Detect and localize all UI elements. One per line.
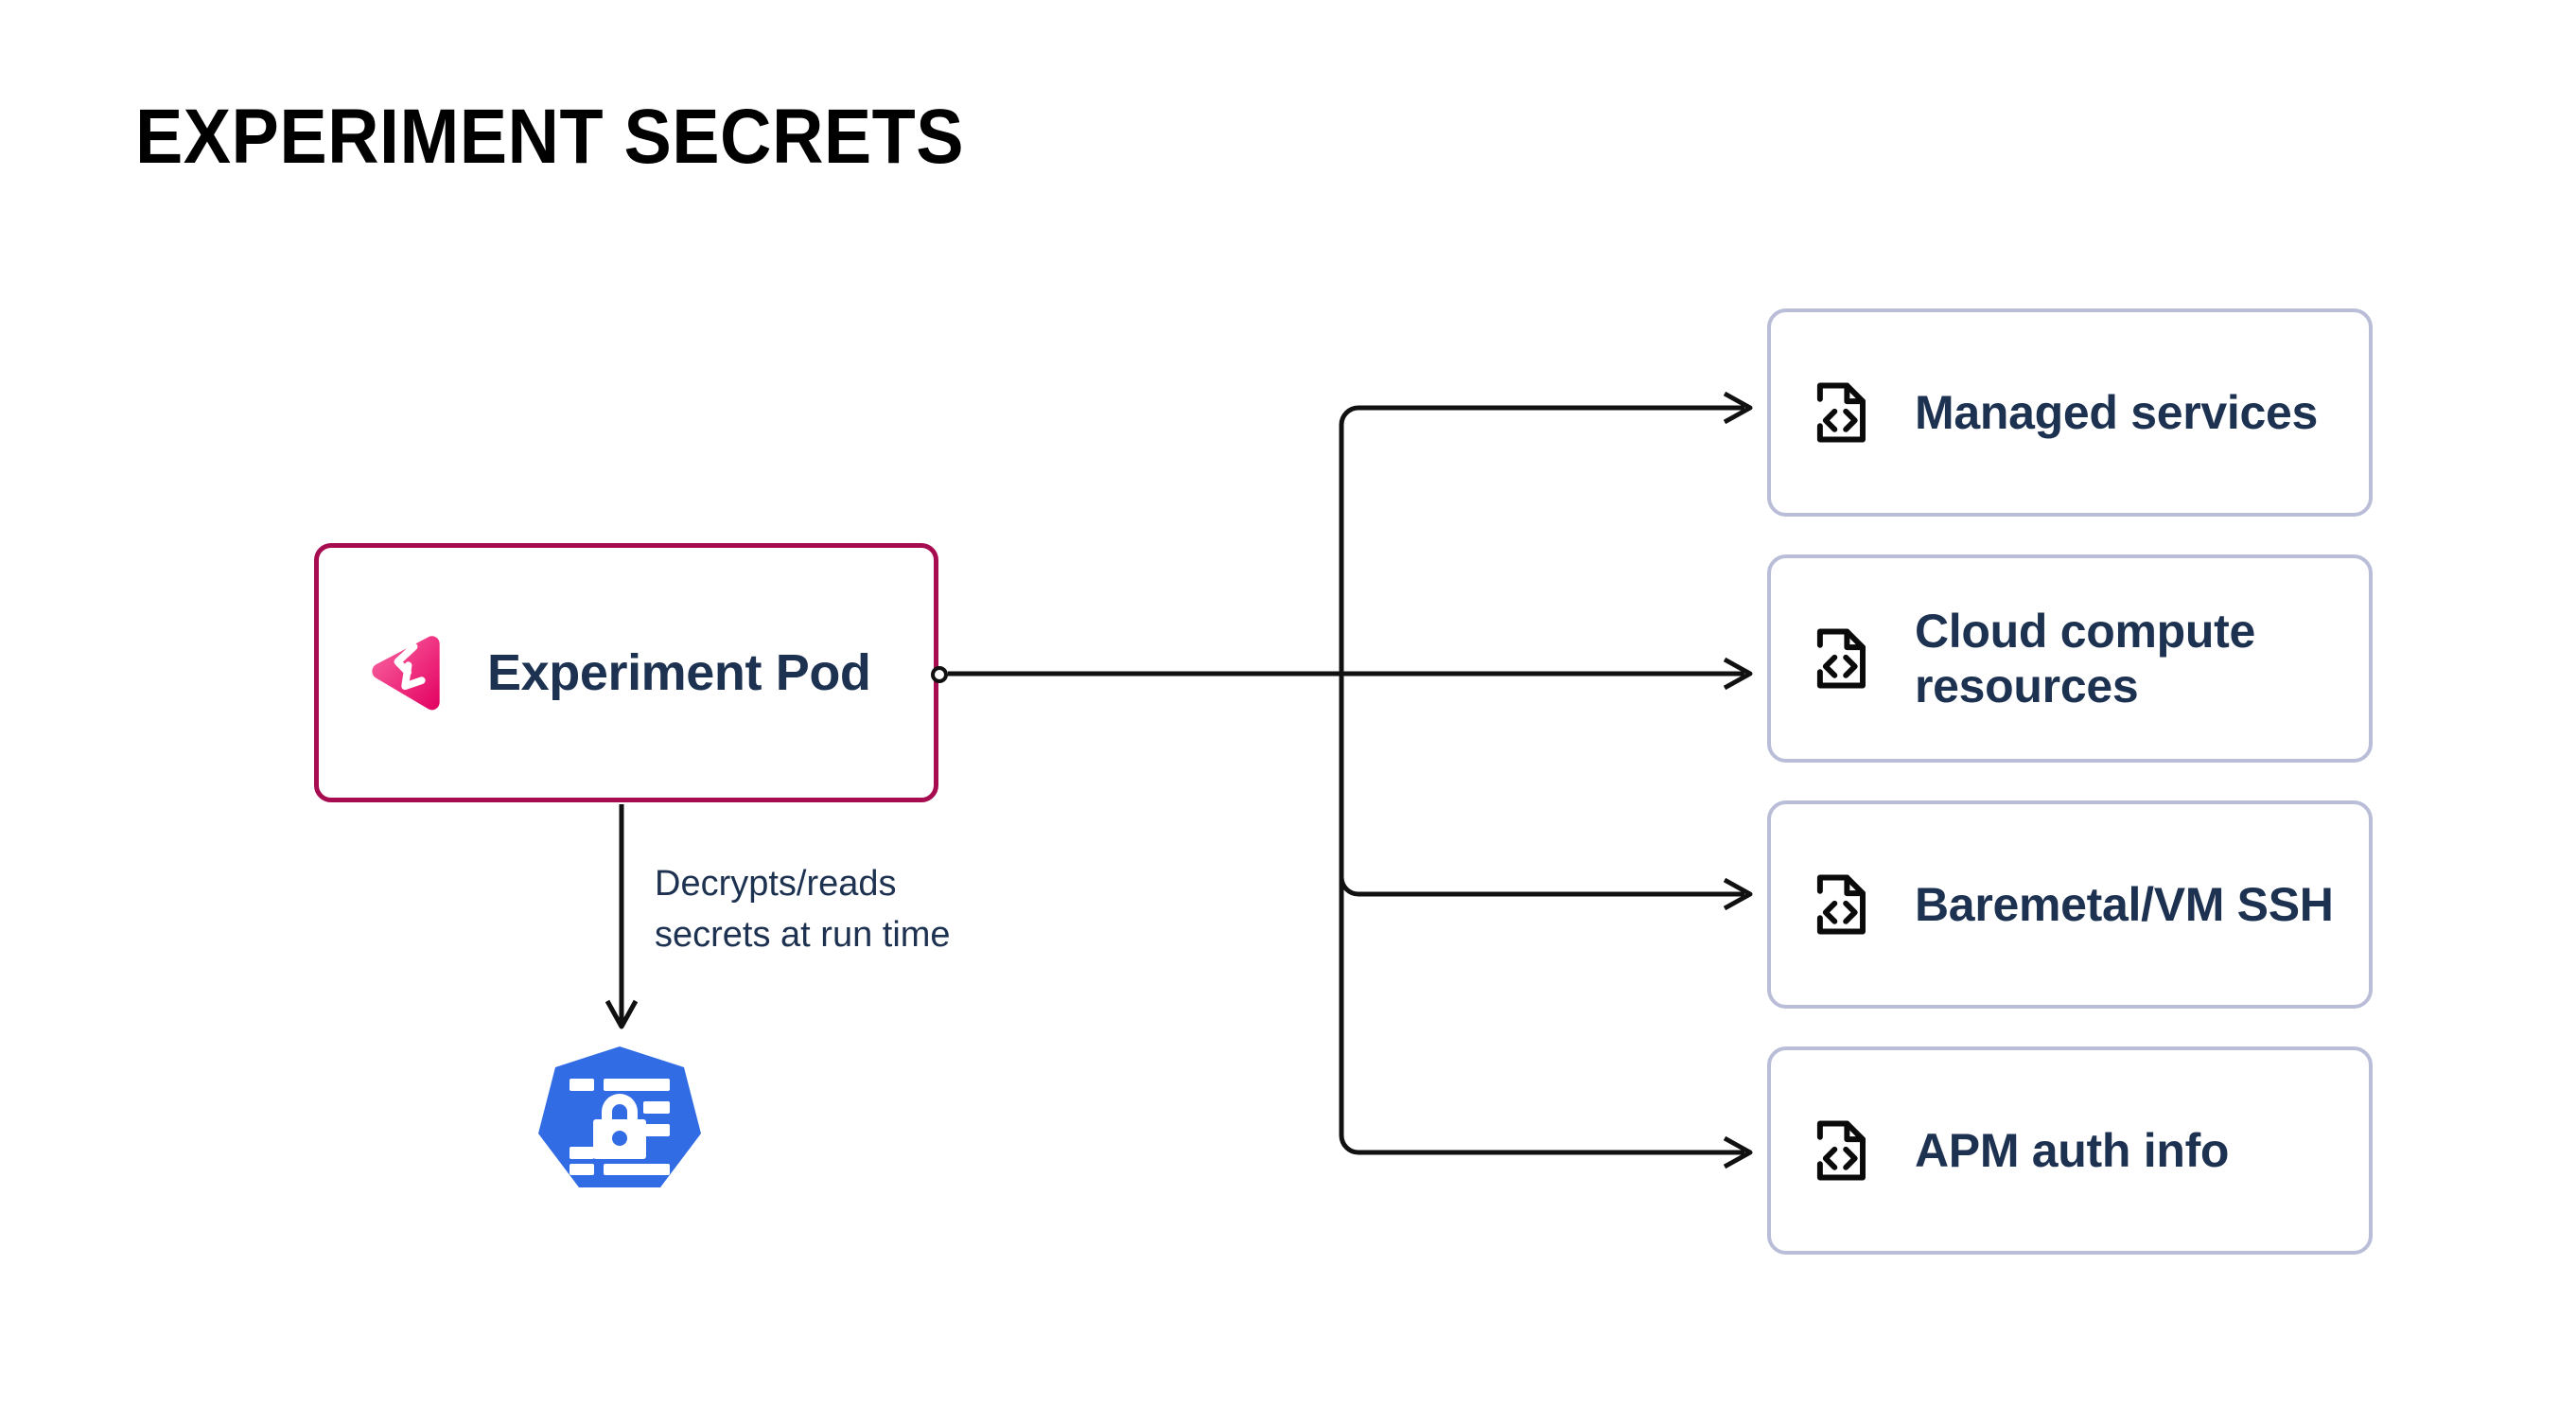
target-card-baremetal-vm-ssh[interactable]: Baremetal/VM SSH bbox=[1767, 800, 2373, 1009]
file-code-icon bbox=[1816, 382, 1866, 443]
experiment-pod-node[interactable]: Experiment Pod bbox=[314, 543, 938, 802]
edge-branch-managed-services bbox=[1339, 405, 1744, 426]
file-code-icon bbox=[1816, 874, 1866, 935]
arrow-head-icon bbox=[1723, 1135, 1753, 1169]
file-code-icon bbox=[1816, 628, 1866, 689]
target-card-managed-services[interactable]: Managed services bbox=[1767, 308, 2373, 517]
experiment-pod-label: Experiment Pod bbox=[487, 644, 871, 701]
target-card-apm-auth-info[interactable]: APM auth info bbox=[1767, 1046, 2373, 1255]
edge-branch-baremetal-ssh bbox=[1339, 876, 1744, 897]
target-card-label: Managed services bbox=[1915, 386, 2318, 439]
secret-edge-label: Decrypts/reads secrets at run time bbox=[655, 864, 951, 955]
arrow-head-icon bbox=[1723, 391, 1753, 425]
gremlin-logo-icon bbox=[372, 636, 440, 711]
arrow-head-icon bbox=[1723, 657, 1753, 691]
connector-port-icon bbox=[931, 666, 948, 683]
target-card-label: Cloud compute resources bbox=[1915, 605, 2255, 712]
edge-branch-apm-auth bbox=[1339, 1134, 1744, 1155]
kubernetes-secret-node[interactable]: secret bbox=[533, 1043, 707, 1232]
target-card-cloud-compute-resources[interactable]: Cloud compute resources bbox=[1767, 554, 2373, 763]
secret-node-label: secret bbox=[581, 1190, 658, 1221]
target-card-label: APM auth info bbox=[1915, 1124, 2230, 1177]
file-code-icon bbox=[1816, 1120, 1866, 1181]
target-card-label: Baremetal/VM SSH bbox=[1915, 878, 2334, 931]
arrow-head-icon bbox=[605, 999, 639, 1029]
arrow-head-icon bbox=[1723, 877, 1753, 911]
page-title: EXPERIMENT SECRETS bbox=[135, 94, 964, 180]
kubernetes-secret-icon: secret bbox=[538, 1046, 701, 1221]
